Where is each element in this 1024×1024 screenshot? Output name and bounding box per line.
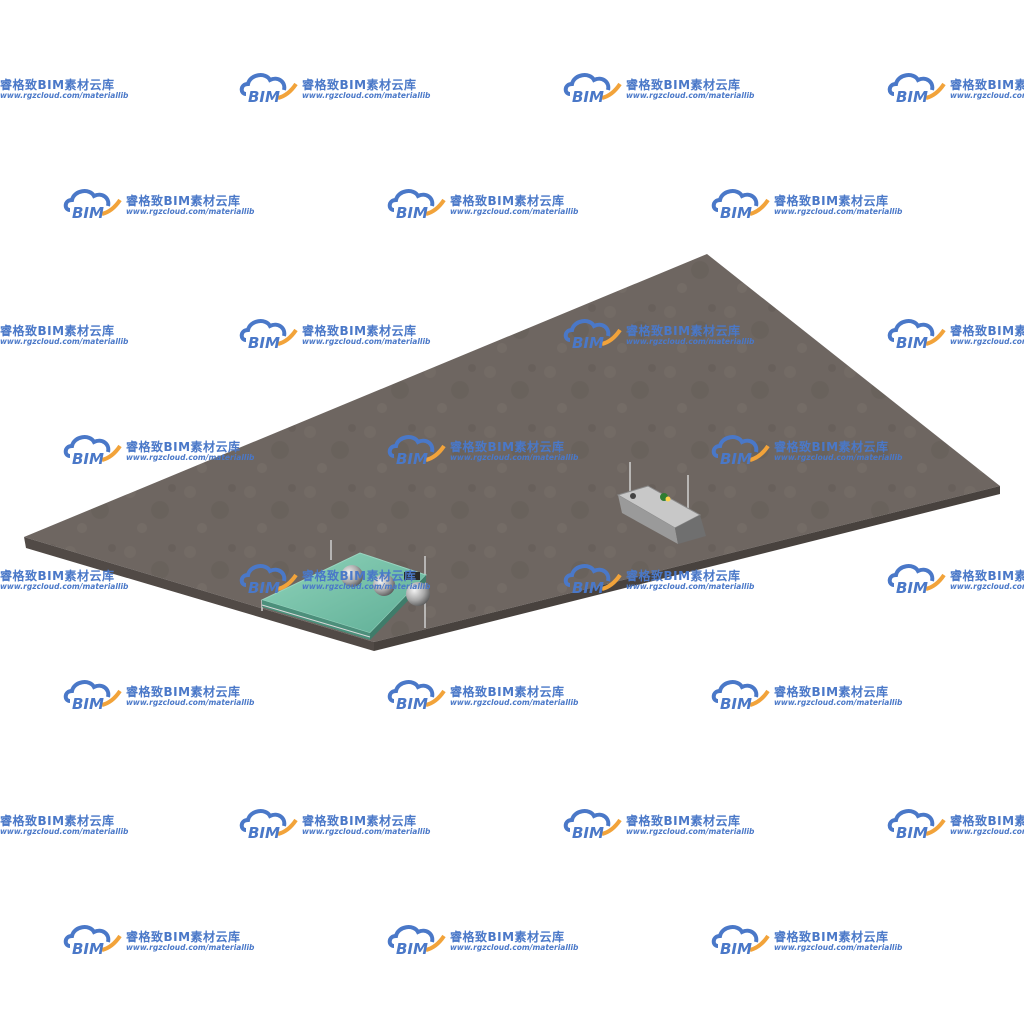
concrete-slab	[24, 254, 1000, 651]
ventilation-unit-a	[260, 540, 430, 640]
fan-coil-unit-b	[616, 462, 706, 544]
